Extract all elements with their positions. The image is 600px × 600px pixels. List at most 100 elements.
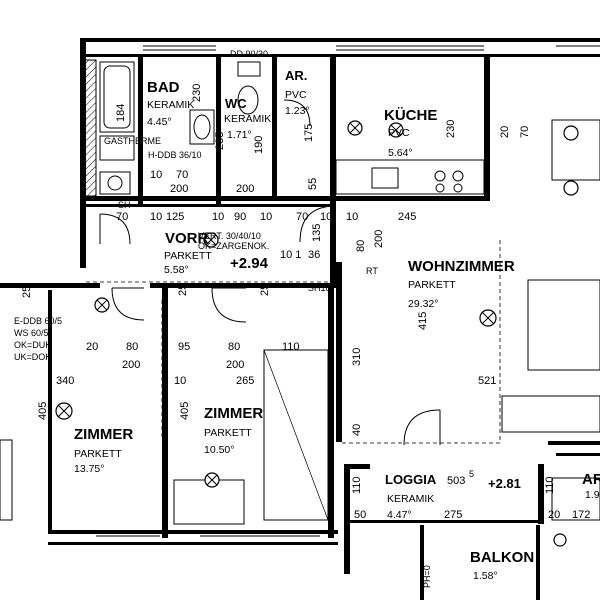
room-area-zimmer-2: 10.50°	[204, 444, 234, 456]
notes: DD 90/30 GASTHERME H-DDB 36/10 VERT. 30/…	[14, 49, 432, 588]
dim: 200	[236, 183, 254, 195]
guides	[86, 240, 501, 444]
fixtures	[0, 61, 600, 525]
dim: 521	[478, 375, 496, 387]
note-rt: RT	[366, 266, 378, 276]
dim: 5	[469, 469, 474, 479]
dim: 125	[166, 211, 184, 223]
dim: 80	[355, 240, 367, 252]
dim: 25	[259, 284, 271, 296]
room-area-vorr: 5.58°	[164, 264, 189, 276]
room-area-wc: 1.71°	[227, 129, 252, 141]
dim: 25	[177, 284, 189, 296]
dim: 200	[122, 359, 140, 371]
dimensions: 184 230 200 10 70 190 235 175 200 230 70…	[21, 84, 590, 521]
room-floor-ar-top: PVC	[285, 89, 307, 101]
note-sh18: SH18	[308, 283, 331, 293]
room-area-zimmer-1: 13.75°	[74, 463, 104, 475]
note-vert: VERT. 30/40/10	[198, 231, 261, 241]
dim: 70	[519, 126, 531, 138]
doors	[99, 99, 441, 446]
light-icon	[479, 309, 497, 327]
room-name-wc: WC	[225, 96, 247, 111]
level-vorr: +2.94	[230, 255, 269, 272]
light-markers	[55, 120, 567, 547]
room-area-bad: 4.45°	[147, 116, 172, 128]
dim: 55	[307, 178, 319, 190]
room-area-kueche: 5.64°	[388, 147, 413, 159]
dim: 172	[572, 509, 590, 521]
dim: 90	[234, 211, 246, 223]
room-name-kueche: KÜCHE	[384, 107, 437, 124]
room-area-balkon: 1.58°	[473, 570, 498, 582]
note-hddb: H-DDB 36/10	[148, 150, 202, 160]
dim: 10	[174, 375, 186, 387]
dim: 110	[282, 341, 300, 353]
room-name-wohnzimmer: WOHNZIMMER	[408, 258, 515, 275]
dim: 184	[115, 104, 127, 122]
walls	[0, 38, 600, 600]
note-ok-duk: OK=DUK	[14, 340, 51, 350]
dim: 503	[447, 475, 465, 487]
note-uk-dok: UK=DOK	[14, 352, 51, 362]
light-icon	[388, 122, 404, 138]
dim: 110	[544, 476, 556, 494]
dim: 190	[253, 136, 265, 154]
dim: 10 1	[280, 249, 301, 261]
room-area-loggia: 4.47°	[387, 509, 412, 521]
dim: 10	[260, 211, 272, 223]
light-icon	[204, 472, 220, 488]
dim: 20	[499, 126, 511, 138]
dim: 10	[346, 211, 358, 223]
light-icon	[55, 402, 73, 420]
note-ws: WS 60/5	[14, 328, 49, 338]
room-name-loggia: LOGGIA	[385, 472, 437, 487]
dim: 310	[351, 348, 363, 366]
dim: 110	[351, 476, 363, 494]
room-name-zimmer-1: ZIMMER	[74, 426, 133, 443]
dim: 245	[398, 211, 416, 223]
dim: 265	[236, 375, 254, 387]
dim: 10	[320, 211, 332, 223]
room-area-ar-right: 1.9	[585, 489, 600, 501]
dim: 20	[548, 509, 560, 521]
note-zargenok: OK=ZARGENOK.	[198, 241, 269, 251]
dim: 405	[179, 402, 191, 420]
light-icon	[553, 533, 567, 547]
room-floor-zimmer-2: PARKETT	[204, 427, 252, 439]
windows	[96, 45, 600, 537]
dim: 10	[150, 169, 162, 181]
dim: 200	[170, 183, 188, 195]
dim: 230	[191, 84, 203, 102]
note-sh: SH	[118, 200, 131, 210]
dim: 275	[444, 509, 462, 521]
dim: 135	[311, 224, 323, 242]
dim: 36	[308, 249, 320, 261]
note-dd: DD 90/30	[230, 49, 268, 59]
room-area-ar-top: 1.23°	[285, 105, 310, 117]
dim: 70	[176, 169, 188, 181]
dim: 25	[21, 286, 33, 298]
dim: 10	[212, 211, 224, 223]
dim: 10	[150, 211, 162, 223]
dim: 415	[417, 312, 429, 330]
dim: 235	[214, 132, 226, 150]
dim: 175	[303, 124, 315, 142]
room-floor-wohnzimmer: PARKETT	[408, 279, 456, 291]
room-floor-wc: KERAMIK	[224, 113, 271, 125]
room-floor-bad: KERAMIK	[147, 99, 194, 111]
room-name-ar-right: AR	[582, 471, 600, 488]
room-name-zimmer-2: ZIMMER	[204, 405, 263, 422]
light-icon	[94, 297, 110, 313]
dim: 70	[296, 211, 308, 223]
dim: 40	[351, 424, 363, 436]
dim: 80	[126, 341, 138, 353]
room-name-vorr: VORR	[165, 230, 209, 247]
light-icon	[347, 120, 363, 136]
room-area-wohnzimmer: 29.32°	[408, 298, 438, 310]
dim: 405	[37, 402, 49, 420]
note-ph: PH=0	[422, 565, 432, 588]
dim: 200	[226, 359, 244, 371]
room-floor-loggia: KERAMIK	[387, 493, 434, 505]
